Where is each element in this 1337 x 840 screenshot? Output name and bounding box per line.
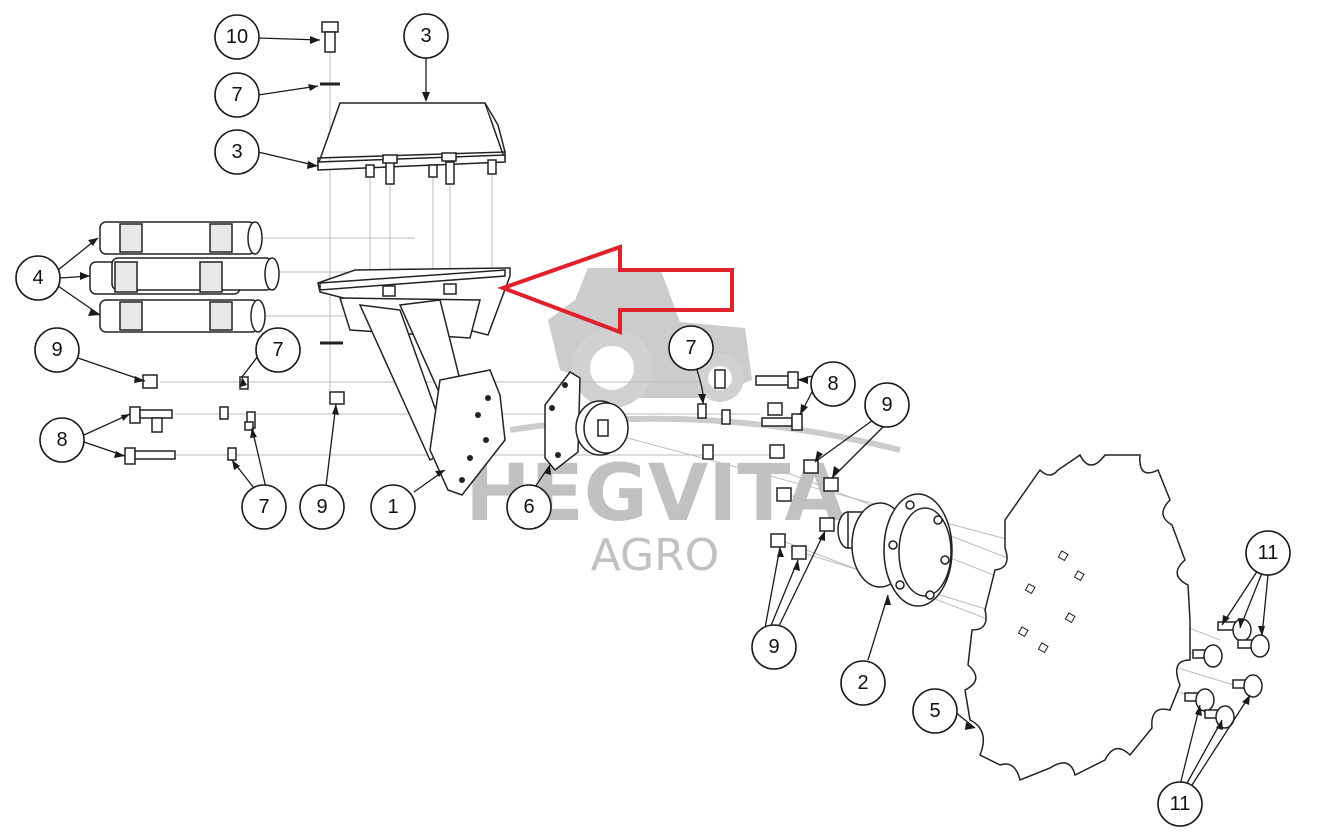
leader-arrowheads xyxy=(80,36,1265,730)
cylinder-middle xyxy=(89,257,280,295)
bolt-8-b xyxy=(124,447,136,465)
svg-text:7: 7 xyxy=(685,337,696,359)
svg-text:9: 9 xyxy=(881,394,892,416)
leader-lines xyxy=(57,37,1269,786)
callout-11-upper: 11 xyxy=(1245,530,1291,576)
bolt-8-a xyxy=(129,406,141,424)
callout-7-left-upper: 7 xyxy=(255,327,301,373)
callout-3-top: 3 xyxy=(403,13,449,59)
svg-text:9: 9 xyxy=(316,496,327,518)
svg-text:8: 8 xyxy=(827,373,838,395)
svg-text:4: 4 xyxy=(32,267,43,289)
part-rubber-cylinders-4 xyxy=(89,221,280,333)
svg-text:6: 6 xyxy=(523,496,534,518)
callout-8-right: 8 xyxy=(810,361,856,407)
callout-6: 6 xyxy=(506,484,552,530)
part-hub-2 xyxy=(837,493,953,607)
svg-text:9: 9 xyxy=(768,636,779,658)
callout-4: 4 xyxy=(15,255,61,301)
cylinder-bottom xyxy=(99,299,266,333)
cylinder-top xyxy=(99,221,263,255)
callout-11-lower: 11 xyxy=(1157,781,1203,827)
svg-text:2: 2 xyxy=(857,672,868,694)
part-bearing-housing-6 xyxy=(544,371,629,472)
svg-text:7: 7 xyxy=(258,496,269,518)
callout-2: 2 xyxy=(840,660,886,706)
callout-10: 10 xyxy=(214,14,260,60)
part-clamp-cover-3 xyxy=(317,102,506,185)
svg-text:7: 7 xyxy=(272,339,283,361)
part-bolt-10 xyxy=(321,21,339,53)
svg-text:1: 1 xyxy=(387,496,398,518)
svg-text:5: 5 xyxy=(929,700,940,722)
callout-9-center: 9 xyxy=(299,484,345,530)
svg-text:7: 7 xyxy=(231,84,242,106)
callout-9-right-lower: 9 xyxy=(751,624,797,670)
part-main-bracket-1 xyxy=(317,267,511,496)
svg-text:11: 11 xyxy=(1170,793,1191,815)
part-notched-disc-5 xyxy=(964,453,1191,782)
callout-8-left: 8 xyxy=(39,417,85,463)
watermark-sub: AGRO xyxy=(591,530,720,581)
part-fasteners-left xyxy=(124,341,345,465)
nut-9-left xyxy=(142,374,158,389)
callout-1: 1 xyxy=(370,484,416,530)
svg-text:3: 3 xyxy=(420,25,431,47)
callout-9-right-upper: 9 xyxy=(864,382,910,428)
svg-text:3: 3 xyxy=(231,141,242,163)
svg-text:8: 8 xyxy=(56,429,67,451)
part-fasteners-center xyxy=(697,369,803,460)
callout-7-right: 7 xyxy=(668,325,714,371)
highlight-arrow xyxy=(497,244,734,335)
part-nuts-9-right xyxy=(770,459,839,560)
callout-9-left: 9 xyxy=(34,327,80,373)
watermark: HEGVITA AGRO xyxy=(465,268,901,581)
callout-3-mid: 3 xyxy=(214,129,260,175)
callout-7-left-lower: 7 xyxy=(241,484,287,530)
svg-text:9: 9 xyxy=(51,339,62,361)
callout-7-top: 7 xyxy=(214,72,260,118)
svg-text:10: 10 xyxy=(226,26,248,48)
svg-text:11: 11 xyxy=(1258,542,1279,564)
callout-5: 5 xyxy=(912,688,958,734)
